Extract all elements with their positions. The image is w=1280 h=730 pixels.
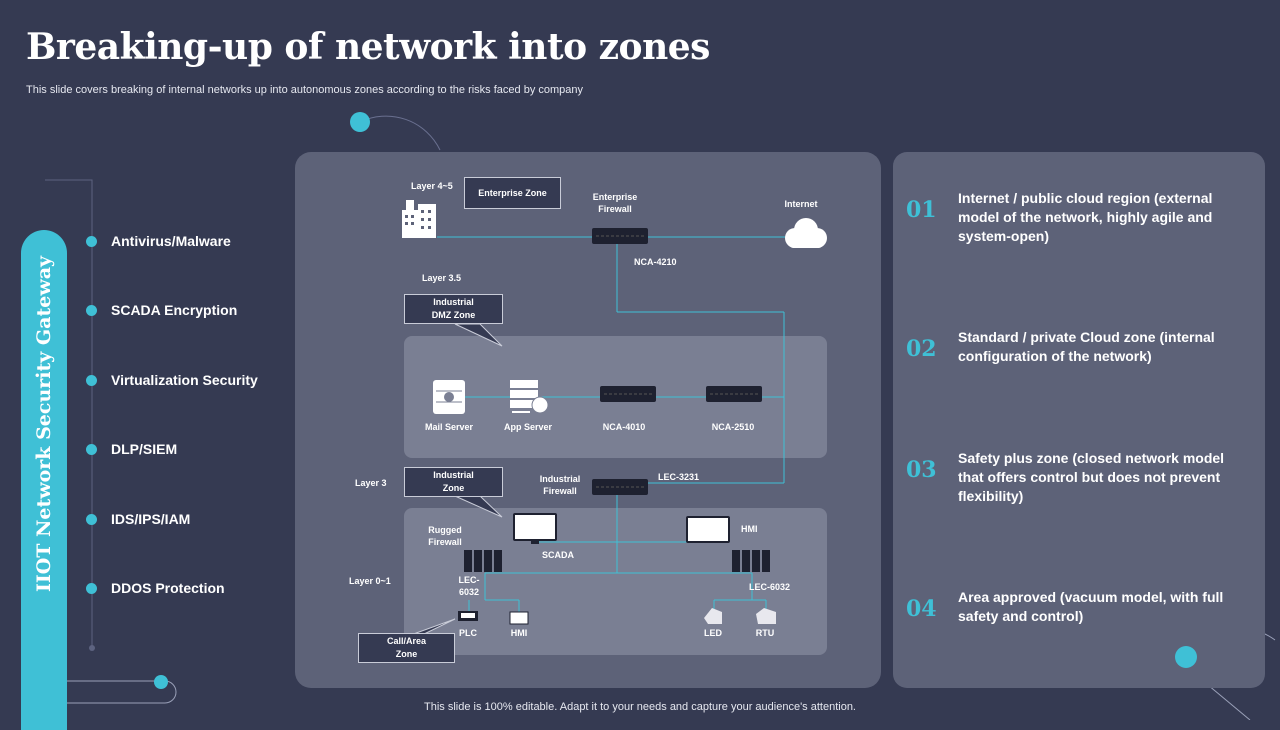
zone-number: 02 — [906, 336, 937, 362]
scada-monitor-icon — [513, 513, 557, 544]
gateway-item-label: SCADA Encryption — [111, 302, 238, 318]
plc-icon — [458, 611, 478, 621]
enterprise-firewall-label: Enterprise Firewall — [592, 192, 638, 214]
rtu-label: RTU — [755, 628, 775, 638]
nca-2510-icon — [706, 386, 762, 402]
enterprise-firewall-icon — [592, 228, 648, 244]
gateway-item-label: Antivirus/Malware — [111, 233, 231, 249]
decorative-dot — [350, 112, 370, 132]
bullet-dot-icon — [86, 513, 97, 525]
gateway-item-label: IDS/IPS/IAM — [111, 511, 191, 527]
industrial-zone-box — [404, 508, 827, 655]
zone-number: 03 — [906, 457, 937, 483]
industrial-zone-callout: Industrial Zone — [404, 467, 503, 497]
zone-number: 04 — [906, 596, 937, 622]
gateway-item-dlp: DLP/SIEM — [86, 439, 177, 459]
bullet-dot-icon — [86, 374, 97, 386]
page-subtitle: This slide covers breaking of internal n… — [26, 84, 584, 96]
footer-note: This slide is 100% editable. Adapt it to… — [424, 701, 856, 713]
nca-2510-label: NCA-2510 — [711, 422, 755, 432]
lec-6032-left-label: LEC-6032 — [458, 575, 480, 597]
hmi-bottom-label: HMI — [510, 628, 528, 638]
industrial-firewall-label: Industrial Firewall — [539, 474, 581, 496]
gateway-bar — [21, 230, 67, 730]
hmi-small-icon — [509, 611, 529, 625]
gateway-item-ddos: DDOS Protection — [86, 578, 225, 598]
app-server-icon — [510, 380, 549, 414]
layer-4-5-label: Layer 4~5 — [411, 181, 453, 191]
nca-4010-icon — [600, 386, 656, 402]
mail-server-label: Mail Server — [424, 422, 474, 432]
zone-description: Area approved (vacuum model, with full s… — [958, 589, 1224, 624]
gateway-item-label: DLP/SIEM — [111, 441, 178, 457]
layer-3-5-label: Layer 3.5 — [422, 273, 462, 283]
bullet-dot-icon — [86, 582, 97, 594]
zone-description: Internet / public cloud region (external… — [958, 190, 1213, 244]
gateway-item-ids: IDS/IPS/IAM — [86, 509, 190, 529]
zones-panel — [893, 152, 1265, 688]
rtu-icon — [756, 608, 776, 624]
dmz-zone-callout: Industrial DMZ Zone — [404, 294, 503, 324]
bullet-dot-icon — [86, 304, 97, 316]
led-label: LED — [704, 628, 722, 638]
zone-item-04: 04 Area approved (vacuum model, with ful… — [906, 588, 1256, 626]
mail-server-icon — [433, 380, 465, 414]
hmi-panel-icon — [686, 516, 730, 543]
enterprise-zone-callout: Enterprise Zone — [464, 177, 561, 209]
lec-6032-right-label: LEC-6032 — [749, 582, 791, 592]
gateway-item-scada: SCADA Encryption — [86, 300, 237, 320]
nca-4010-label: NCA-4010 — [602, 422, 646, 432]
zone-item-01: 01 Internet / public cloud region (exter… — [906, 189, 1256, 246]
gateway-item-label: Virtualization Security — [111, 372, 258, 388]
lec-3231-label: LEC-3231 — [658, 472, 700, 482]
app-server-label: App Server — [503, 422, 553, 432]
gateway-item-antivirus: Antivirus/Malware — [86, 231, 231, 251]
gateway-item-label: DDOS Protection — [111, 580, 225, 596]
layer-3-label: Layer 3 — [355, 478, 387, 488]
plc-label: PLC — [459, 628, 477, 638]
layer-0-1-label: Layer 0~1 — [349, 576, 391, 586]
industrial-firewall-icon — [592, 479, 648, 495]
bullet-dot-icon — [86, 235, 97, 247]
scada-label: SCADA — [541, 550, 574, 560]
rugged-firewall-label: Rugged Firewall — [428, 525, 462, 547]
led-icon — [704, 608, 722, 624]
internet-label: Internet — [784, 199, 818, 209]
bullet-dot-icon — [86, 443, 97, 455]
page-title: Breaking-up of network into zones — [26, 26, 710, 68]
gateway-item-virtualization: Virtualization Security — [86, 370, 258, 390]
zone-number: 01 — [906, 197, 937, 223]
cloud-icon — [785, 218, 827, 248]
zone-description: Safety plus zone (closed network model t… — [958, 450, 1225, 504]
zone-description: Standard / private Cloud zone (internal … — [958, 329, 1215, 364]
call-area-zone-callout: Call/Area Zone — [358, 633, 455, 663]
zone-item-02: 02 Standard / private Cloud zone (intern… — [906, 328, 1256, 366]
lec-6032-icon — [732, 550, 770, 572]
zone-item-03: 03 Safety plus zone (closed network mode… — [906, 449, 1256, 506]
hmi-top-label: HMI — [741, 524, 758, 534]
nca-4210-label: NCA-4210 — [634, 257, 677, 267]
rugged-firewall-icon — [464, 550, 502, 572]
